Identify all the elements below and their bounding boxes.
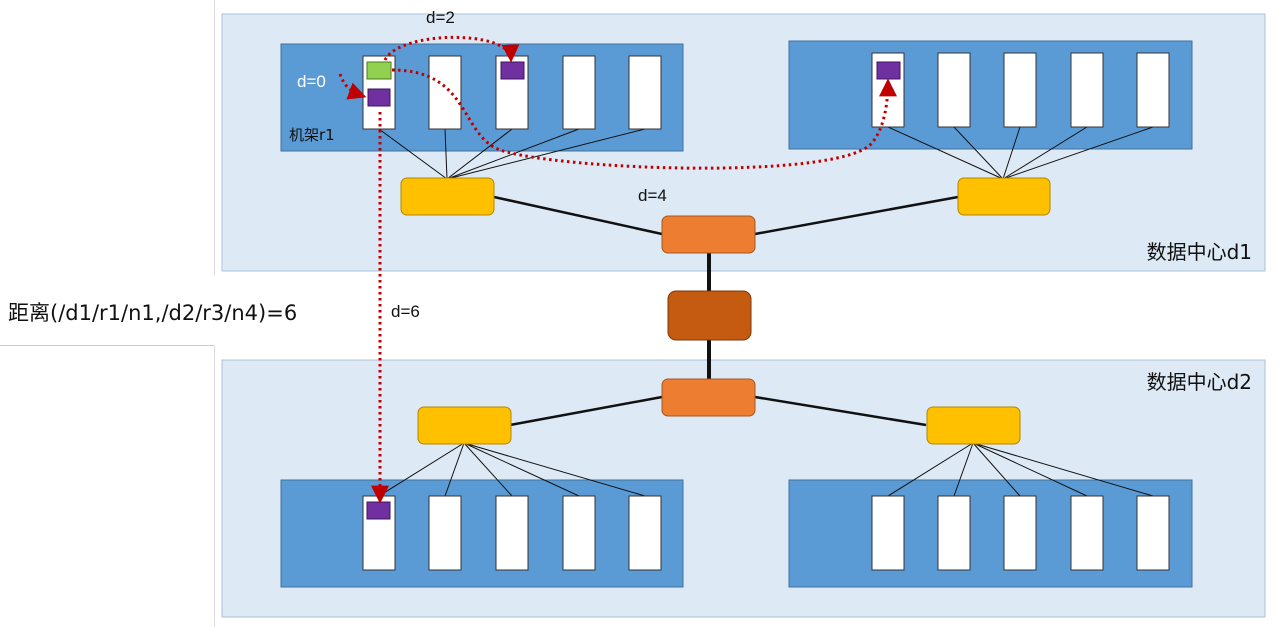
core-switch-d2 [661, 378, 756, 417]
node-d2-r4-n3 [1003, 495, 1037, 571]
backbone-links [493, 195, 959, 427]
core-switch-d1 [661, 215, 756, 254]
node-d1-r2-n5 [1136, 52, 1170, 128]
rack-switch-d1-r1 [400, 177, 495, 216]
rack-switch-d1-r2 [957, 177, 1051, 216]
datacenter-d1-label: 数据中心d1 [1147, 240, 1252, 264]
node-d2-r3-n4 [562, 495, 596, 571]
distance-label-d6: d=6 [391, 302, 420, 321]
datacenter-d2-label: 数据中心d2 [1147, 370, 1252, 394]
root-switch [667, 290, 752, 341]
node-d1-r2-n3 [1003, 52, 1037, 128]
distance-label-d0: d=0 [297, 72, 326, 91]
node-d2-r3-n3 [495, 495, 529, 571]
rack-d2-r3 [280, 479, 684, 588]
node-d2-r4-n4 [1070, 495, 1104, 571]
node-d2-r3-n5 [628, 495, 662, 571]
block-purple-same-node [367, 88, 391, 107]
rack-d2-r4 [788, 479, 1193, 588]
node-d2-r4-n5 [1136, 495, 1170, 571]
block-green-source [366, 61, 392, 80]
block-purple-same-rack [500, 61, 525, 80]
rack-label: 机架r1 [289, 126, 335, 144]
node-d2-r3-n2 [428, 495, 462, 571]
rack-switch-d2-r3 [417, 406, 512, 445]
node-d1-r1-n5 [628, 55, 662, 130]
node-d1-r2-n4 [1070, 52, 1104, 128]
node-d2-r4-n1 [871, 495, 905, 571]
path-d2 [383, 35, 520, 63]
rack-switch-d2-r4 [926, 406, 1021, 445]
block-purple-same-dc [876, 61, 901, 80]
path-d4 [391, 68, 897, 170]
path-d0 [338, 73, 367, 100]
node-d1-r2-n2 [937, 52, 971, 128]
node-d2-r4-n2 [937, 495, 971, 571]
block-purple-other-dc [366, 501, 391, 520]
distance-formula: 距离(/d1/r1/n1,/d2/r3/n4)=6 [8, 301, 297, 325]
distance-label-d2: d=2 [426, 8, 455, 27]
node-d1-r1-n4 [562, 55, 596, 130]
distance-label-d4: d=4 [638, 186, 667, 205]
node-d1-r1-n2 [428, 55, 462, 130]
rack-uplinks [378, 126, 1154, 497]
rack-d1-r2 [788, 40, 1193, 150]
